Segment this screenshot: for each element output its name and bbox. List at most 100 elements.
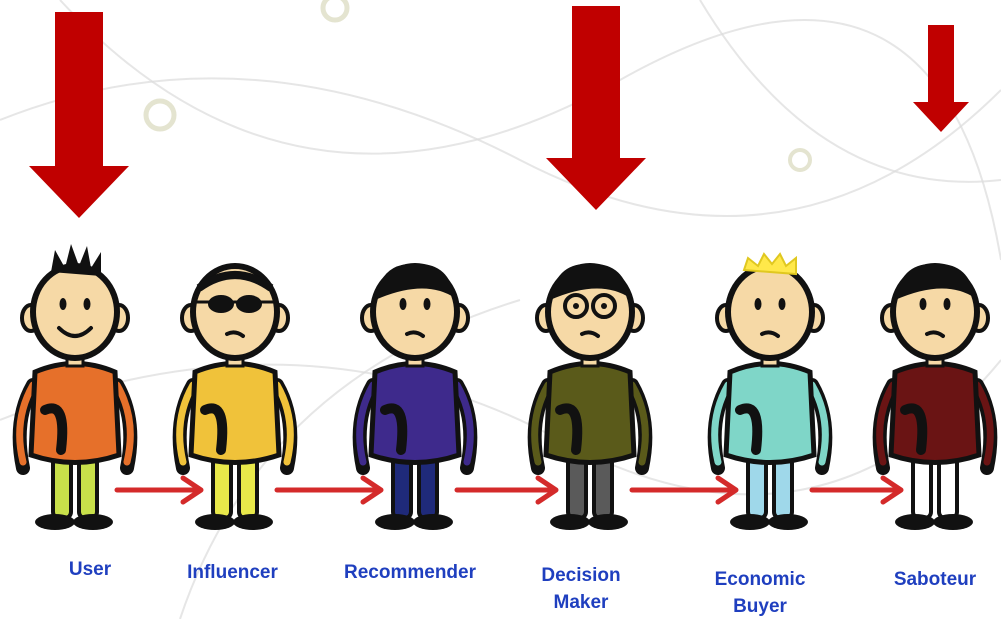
figure-mouth	[580, 330, 600, 338]
figure-sleeve	[808, 381, 829, 466]
background-curve	[0, 77, 1001, 217]
role-label-influencer: Influencer	[170, 559, 295, 586]
connector-arrows-layer	[114, 475, 904, 505]
figure-decision-maker	[527, 263, 653, 530]
connector-arrowhead	[535, 475, 559, 505]
figure-shoe	[195, 514, 235, 530]
figure-shoe	[588, 514, 628, 530]
figure-mouth	[405, 330, 425, 338]
figure-shoe	[550, 514, 590, 530]
connector-arrowhead	[360, 475, 384, 505]
figure-hand	[735, 403, 763, 455]
figure-sleeve	[176, 381, 197, 466]
background-curve	[699, 0, 1001, 183]
figure-shoe	[233, 514, 273, 530]
figure-sleeve	[273, 381, 294, 466]
figure-shoe	[35, 514, 75, 530]
figure-hand	[900, 403, 928, 455]
figure-user	[12, 244, 138, 530]
figure-hand	[200, 403, 228, 455]
sunglasses-icon	[208, 295, 234, 313]
glasses-icon	[563, 293, 589, 319]
figure-hair	[742, 252, 797, 276]
role-label-recommender: Recommender	[330, 559, 490, 586]
figure-shirt	[543, 361, 637, 465]
role-label-line: Saboteur	[893, 569, 977, 590]
figure-eye	[423, 298, 431, 310]
connector-arrowhead	[715, 475, 739, 505]
figure-sleeve	[16, 381, 37, 466]
figure-eye	[399, 298, 407, 310]
figure-shoe	[895, 514, 935, 530]
figure-shoe	[730, 514, 770, 530]
connector-arrowhead	[880, 475, 904, 505]
figure-shoe	[375, 514, 415, 530]
figure-eye	[601, 303, 607, 309]
role-label-user: User	[40, 556, 140, 583]
figure-saboteur	[872, 263, 998, 530]
figure-eye	[754, 298, 762, 310]
figure-hair	[375, 263, 455, 300]
figure-eye	[59, 298, 67, 310]
figure-shirt	[888, 361, 982, 465]
figure-shirt	[368, 361, 462, 465]
background-curve	[59, 0, 1001, 261]
figure-eye	[83, 298, 91, 310]
role-label-line: Influencer	[187, 562, 278, 583]
figure-hair	[51, 244, 101, 276]
role-label-line: Economic	[714, 569, 806, 590]
background-curve	[0, 359, 1001, 496]
figure-head	[30, 263, 120, 361]
role-label-line: Maker	[553, 592, 609, 613]
figure-sleeve	[876, 381, 897, 466]
down-arrows-layer	[29, 6, 969, 218]
down-arrow-user	[29, 12, 129, 218]
figure-mouth	[57, 326, 93, 338]
figure-sleeve	[711, 381, 732, 466]
figure-shirt	[723, 361, 817, 465]
figure-sleeve	[531, 381, 552, 466]
figure-shirt	[188, 361, 282, 465]
figure-hand	[380, 403, 408, 455]
figure-eye	[778, 298, 786, 310]
figure-shoe	[768, 514, 808, 530]
role-label-decision-maker: Decision Maker	[526, 562, 636, 616]
role-label-line: Buyer	[733, 596, 787, 617]
background-circle	[788, 148, 812, 172]
figure-head	[725, 263, 815, 361]
figure-eye	[573, 303, 579, 309]
role-label-line: Decision	[541, 565, 621, 586]
sunglasses-icon	[236, 295, 262, 313]
background-circle	[320, 0, 350, 23]
figure-eye	[919, 298, 927, 310]
figure-mouth	[925, 330, 945, 338]
figure-shoe	[413, 514, 453, 530]
background-circle	[143, 98, 177, 132]
figure-hand	[555, 403, 583, 455]
role-label-economic-buyer: Economic Buyer	[700, 566, 820, 620]
figure-sleeve	[356, 381, 377, 466]
figure-head	[190, 263, 280, 361]
figure-hair	[196, 271, 274, 292]
figure-sleeve	[973, 381, 994, 466]
figure-hair	[895, 263, 975, 300]
figure-shoe	[933, 514, 973, 530]
figure-sleeve	[113, 381, 134, 466]
figure-economic-buyer	[707, 252, 833, 530]
figure-hand	[40, 403, 68, 455]
figure-shoe	[73, 514, 113, 530]
role-label-saboteur: Saboteur	[880, 566, 990, 593]
figures-layer	[12, 244, 998, 530]
role-label-line: User	[68, 559, 112, 580]
figure-hair	[550, 263, 630, 300]
figure-influencer	[172, 263, 298, 530]
glasses-icon	[591, 293, 617, 319]
role-label-line: Recommender	[344, 562, 476, 583]
down-arrow-decision-maker	[546, 6, 646, 210]
figure-mouth	[760, 330, 780, 338]
figure-shirt	[28, 361, 122, 465]
figure-mouth	[225, 330, 245, 338]
figure-eye	[943, 298, 951, 310]
